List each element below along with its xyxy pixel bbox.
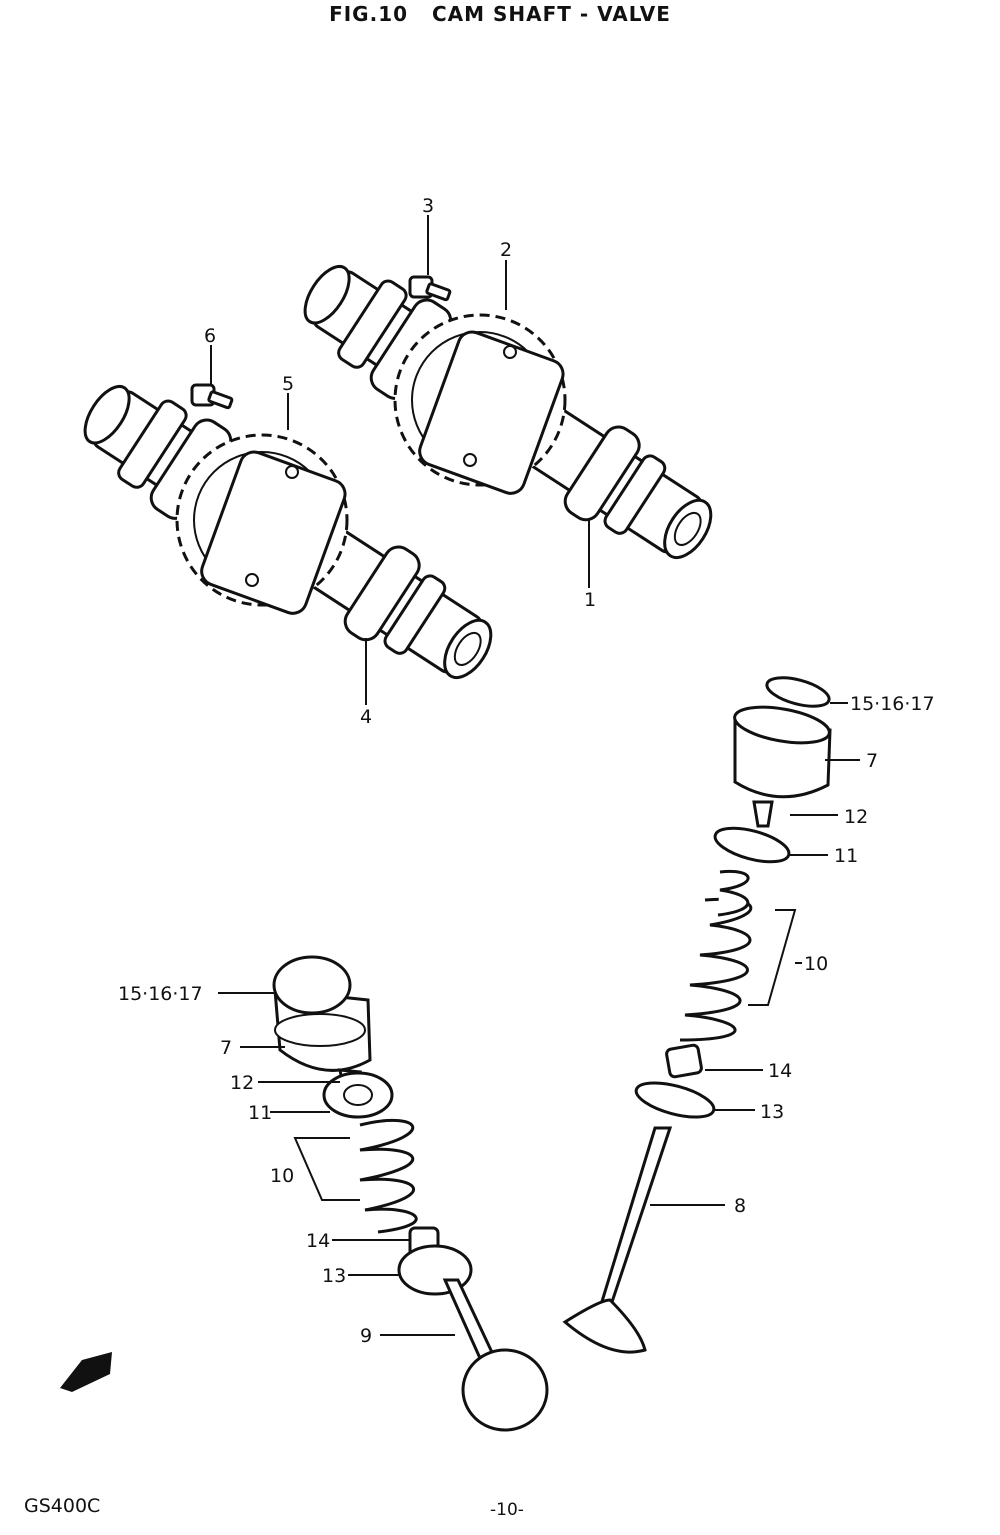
callout-2: 2 — [500, 239, 512, 261]
callout-10-left: 10 — [270, 1165, 294, 1187]
callout-3: 3 — [422, 195, 434, 217]
model-code: GS400C — [24, 1495, 101, 1517]
right-valve-assembly — [562, 676, 832, 1354]
callout-1: 1 — [584, 589, 596, 611]
cam-sprocket-5 — [175, 433, 349, 615]
valve-left — [442, 1278, 549, 1432]
spring-outer-right — [679, 897, 753, 1042]
shim-right — [765, 676, 831, 708]
spring-left — [359, 1118, 418, 1234]
leader-lines — [210, 215, 860, 1336]
callout-13-left: 13 — [322, 1265, 346, 1287]
callout-labels: 3 2 1 6 5 4 15·16·17 7 12 11 10 14 13 8 … — [118, 195, 935, 1347]
seat-right — [634, 1081, 716, 1119]
seal-right — [665, 1043, 703, 1079]
shim-and-tappet-left — [272, 955, 372, 1072]
callout-4: 4 — [360, 706, 372, 728]
callout-7-right: 7 — [866, 750, 878, 772]
page-number: -10- — [490, 1500, 524, 1520]
callout-15-16-17-left: 15·16·17 — [118, 983, 203, 1005]
spring-inner-right — [717, 869, 750, 917]
sprocket-bolt-6 — [190, 383, 234, 410]
callout-11-left: 11 — [248, 1102, 272, 1124]
callout-9: 9 — [360, 1325, 372, 1347]
callout-12-right: 12 — [844, 806, 868, 828]
callout-7-left: 7 — [220, 1037, 232, 1059]
callout-14-right: 14 — [768, 1060, 792, 1082]
tappet-right — [733, 705, 832, 799]
callout-12-left: 12 — [230, 1072, 254, 1094]
callout-13-right: 13 — [760, 1101, 784, 1123]
figure-title: FIG.10 CAM SHAFT - VALVE — [0, 2, 1000, 26]
callout-6: 6 — [204, 325, 216, 347]
callout-14-left: 14 — [306, 1230, 330, 1252]
cotter-right — [752, 800, 774, 828]
callout-10-right: 10 — [804, 953, 828, 975]
callout-5: 5 — [282, 373, 294, 395]
callout-15-16-17-right: 15·16·17 — [850, 693, 935, 715]
figure-caption: CAM SHAFT - VALVE — [432, 2, 671, 26]
figure-number: FIG.10 — [329, 2, 409, 26]
callout-8: 8 — [734, 1195, 746, 1217]
left-valve-assembly — [272, 955, 549, 1432]
callout-11-right: 11 — [834, 845, 858, 867]
front-direction-arrow-icon — [60, 1352, 112, 1392]
cam-sprocket-2 — [393, 313, 567, 495]
valve-right — [562, 1126, 673, 1354]
retainer-right — [713, 826, 791, 864]
sprocket-bolt-3 — [408, 275, 452, 302]
